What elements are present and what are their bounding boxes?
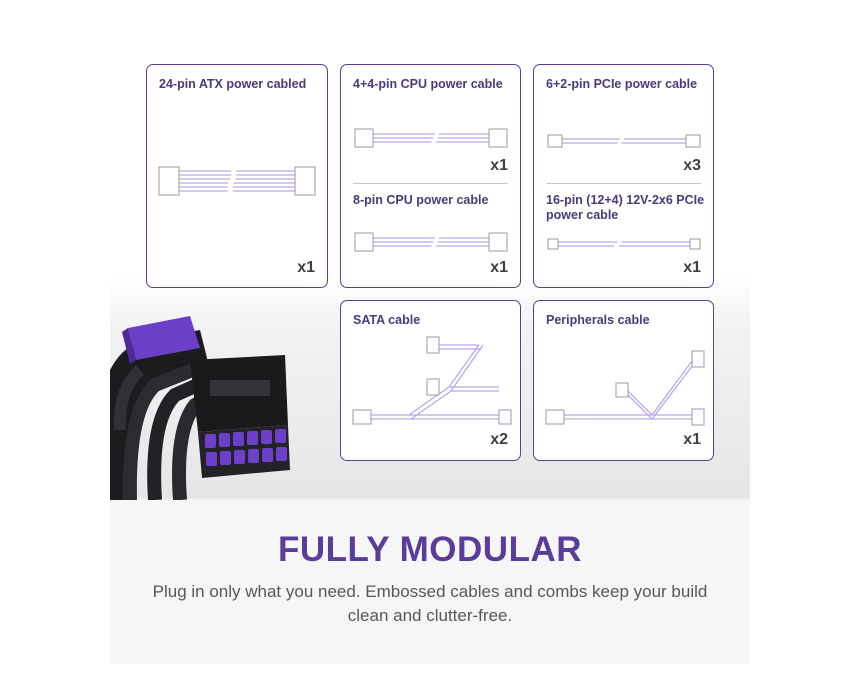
atx-cable-icon <box>158 163 316 199</box>
card-24pin-atx: 24-pin ATX power cabled x1 <box>146 64 328 288</box>
quantity-label: x1 <box>297 259 315 276</box>
card-title: 16-pin (12+4) 12V-2x6 PCIe power cable <box>546 193 705 222</box>
quantity-label: x2 <box>490 431 508 448</box>
card-sata: SATA cable x2 <box>340 300 521 461</box>
quantity-label: x1 <box>490 157 508 174</box>
subtitle: Plug in only what you need. Embossed cab… <box>152 582 708 625</box>
card-pcie-power: 6+2-pin PCIe power cable x3 16-pin (12+4… <box>533 64 714 288</box>
headline: FULLY MODULAR <box>278 530 582 569</box>
card-title: Peripherals cable <box>546 313 650 327</box>
quantity-label: x1 <box>683 431 701 448</box>
quantity-label: x3 <box>683 157 701 174</box>
card-title: SATA cable <box>353 313 421 327</box>
modular-connector-illustration <box>110 316 290 500</box>
peripherals-cable-icon <box>545 350 705 426</box>
card-title: 8-pin CPU power cable <box>353 193 489 207</box>
pcie-16pin-cable-icon <box>547 233 701 255</box>
cpu-8pin-cable-icon <box>354 229 508 257</box>
sata-cable-icon <box>352 336 512 425</box>
cpu-4plus4-cable-icon <box>354 125 508 153</box>
pcie-6plus2-cable-icon <box>547 129 701 155</box>
card-cpu-power: 4+4-pin CPU power cable x1 8-pin CPU pow… <box>340 64 521 288</box>
card-peripherals: Peripherals cable x1 <box>533 300 714 461</box>
quantity-label: x1 <box>490 259 508 276</box>
card-divider <box>353 183 508 184</box>
card-title: 4+4-pin CPU power cable <box>353 77 503 91</box>
quantity-label: x1 <box>683 259 701 276</box>
card-divider <box>546 183 701 184</box>
card-title: 6+2-pin PCIe power cable <box>546 77 698 91</box>
card-title: 24-pin ATX power cabled <box>159 77 307 91</box>
